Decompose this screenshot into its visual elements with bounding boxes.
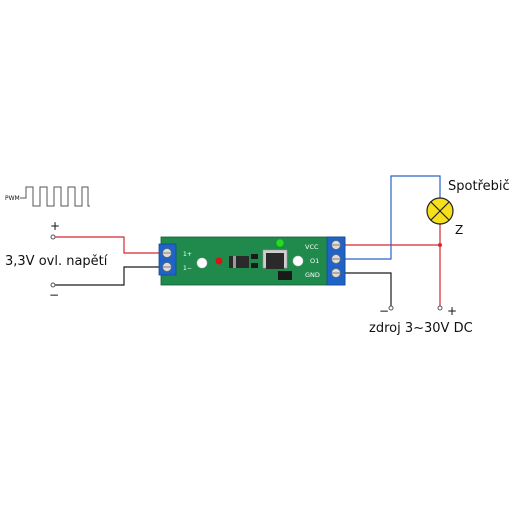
green-led-icon xyxy=(275,238,285,248)
supply-minus-sign: − xyxy=(379,304,389,318)
input-voltage-label: 3,3V ovl. napětí xyxy=(5,254,108,269)
pin-in-plus-label: 1+ xyxy=(183,251,192,258)
load-title: Spotřebič xyxy=(448,179,510,194)
ic-chip xyxy=(278,271,292,280)
input-minus-sign: − xyxy=(49,288,59,302)
pin-gnd-label: GND xyxy=(305,271,320,279)
input-positive-terminal xyxy=(50,234,56,240)
lamp-cross-b xyxy=(430,201,450,221)
pwm-waveform-icon xyxy=(20,186,90,207)
input-negative-terminal xyxy=(50,282,56,288)
red-led-icon xyxy=(215,257,223,265)
supply-label: zdroj 3~30V DC xyxy=(369,321,473,336)
input-negative-wire xyxy=(53,266,165,286)
load-symbol: Z xyxy=(455,223,463,237)
load-wire xyxy=(344,175,441,260)
supply-positive-terminal xyxy=(437,305,443,311)
smd-component xyxy=(251,254,258,259)
supply-negative-terminal xyxy=(388,305,394,311)
pwm-label: PWM xyxy=(5,195,20,202)
diode-icon xyxy=(229,256,249,268)
input-plus-sign: + xyxy=(50,219,60,233)
supply-plus-sign: + xyxy=(447,304,457,318)
supply-negative-wire xyxy=(344,272,392,307)
vcc-junction xyxy=(438,243,442,247)
mounting-hole xyxy=(292,255,304,267)
input-positive-wire xyxy=(53,236,165,254)
mosfet-icon xyxy=(266,253,284,269)
pin-vcc-label: VCC xyxy=(305,243,319,251)
mounting-hole xyxy=(196,257,208,269)
smd-component xyxy=(251,263,258,268)
pin-o1-label: O1 xyxy=(310,257,319,265)
pin-in-minus-label: 1− xyxy=(183,265,192,272)
